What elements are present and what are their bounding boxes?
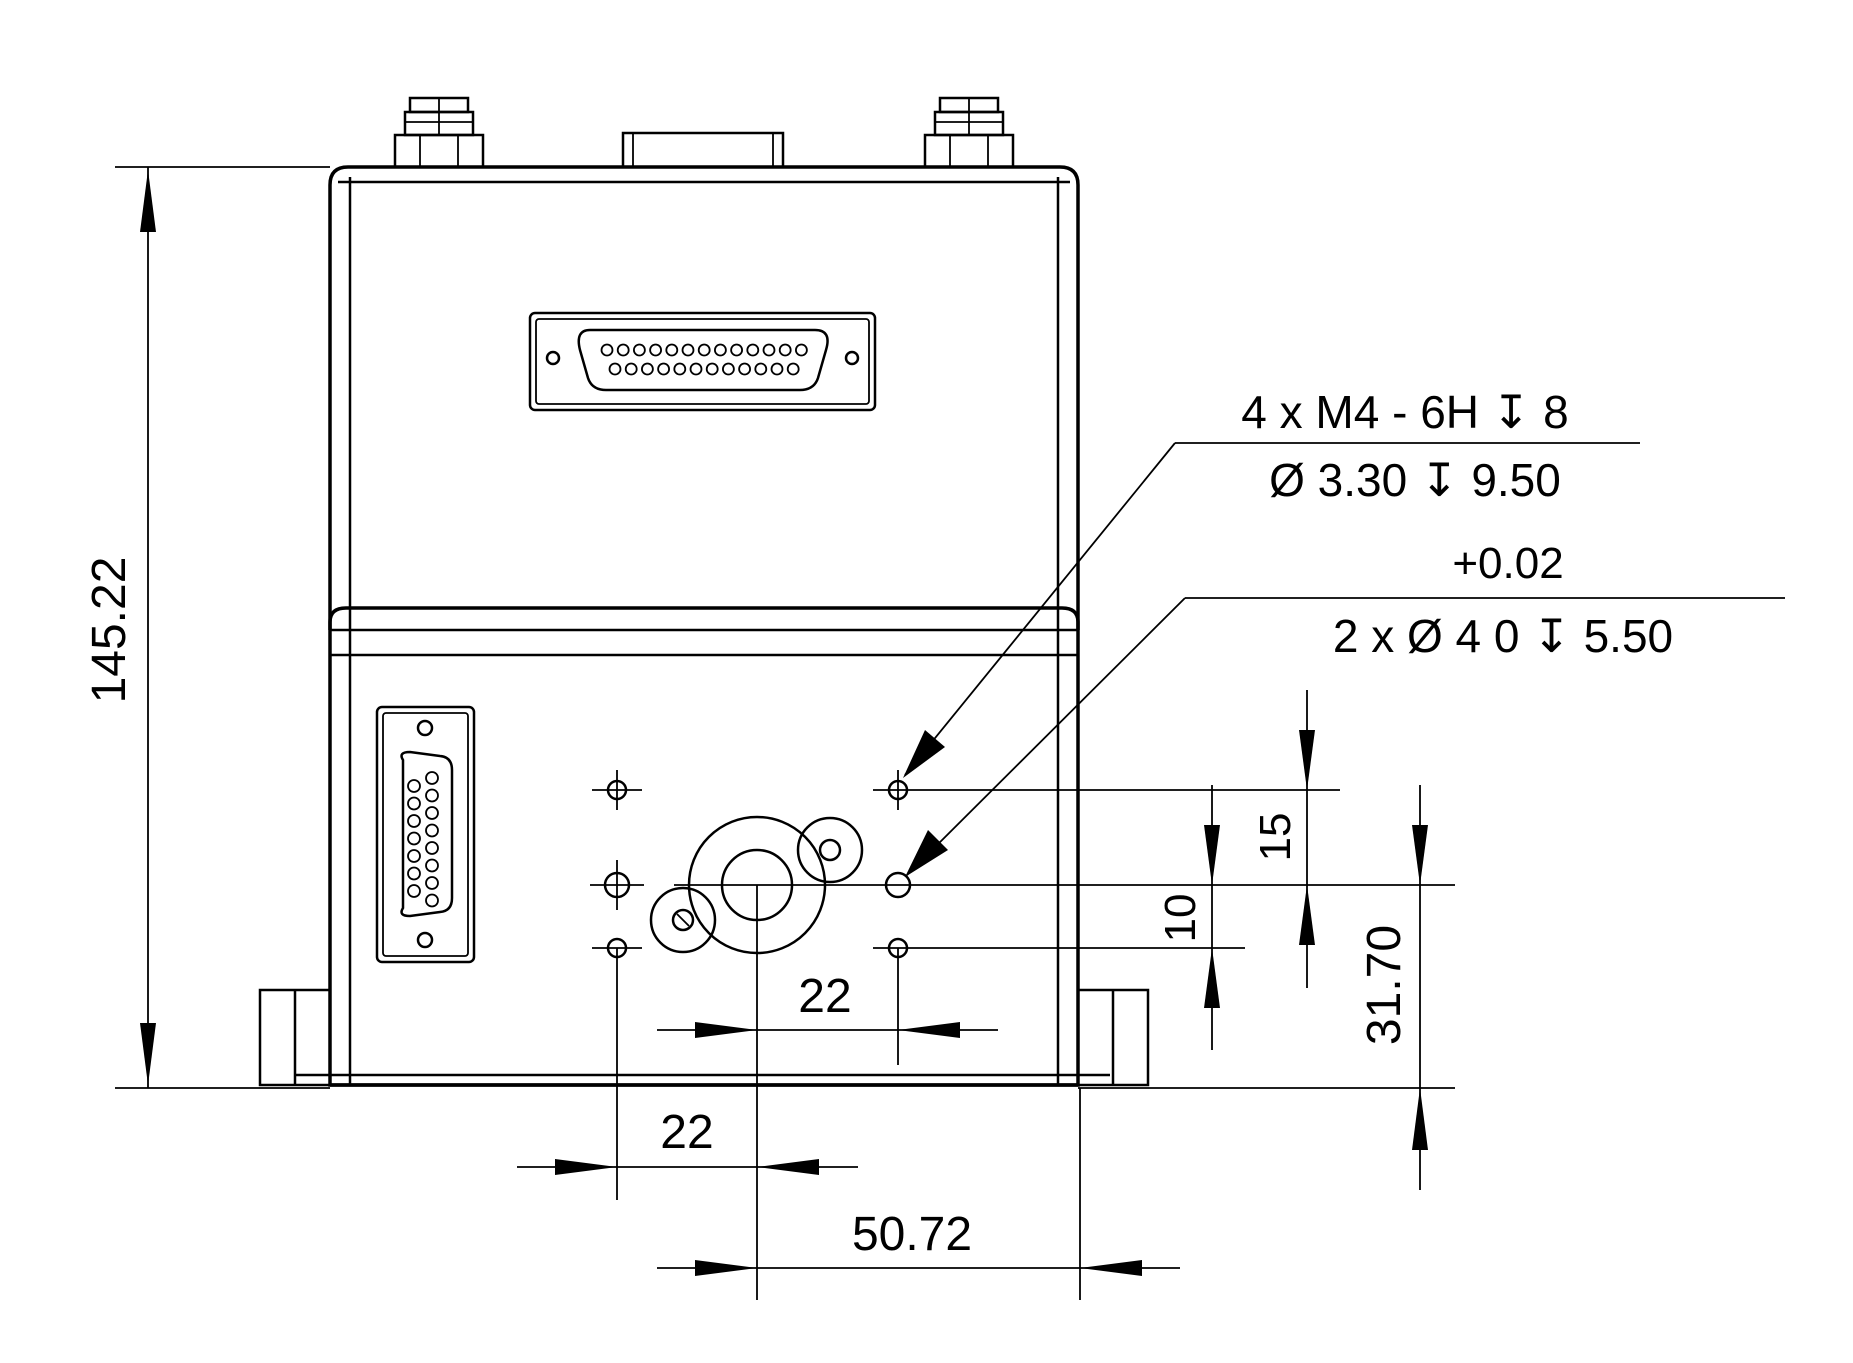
connector-pin	[681, 343, 695, 357]
housing-body	[296, 165, 1110, 1087]
fitting-left	[393, 96, 485, 169]
connector-pin	[714, 343, 727, 357]
callout-pin-tolerance: +0.02	[1452, 539, 1563, 588]
connector-pin	[407, 831, 421, 846]
connector-pin	[641, 362, 654, 376]
connector-pin	[770, 362, 784, 376]
top-tab	[621, 131, 785, 169]
connector-pin	[778, 343, 792, 357]
connector-pin	[649, 343, 662, 357]
connector-pin	[425, 841, 439, 855]
connector-pin	[665, 343, 679, 357]
label-22-lower: 22	[660, 1106, 713, 1159]
connector-pin	[407, 779, 421, 793]
connector-pin	[600, 343, 614, 357]
connector-pin	[425, 858, 439, 873]
connector-pin	[722, 362, 735, 376]
foot-left	[258, 988, 332, 1087]
connector-pin	[689, 362, 703, 376]
connector-pin	[697, 343, 711, 357]
dimension-labels: 145.22 22 22 50.72 15 10 31.70 4 x M4 - …	[83, 386, 1673, 1261]
foot-right	[1076, 988, 1150, 1087]
connector-pin	[608, 362, 622, 376]
connector-pin	[795, 343, 808, 357]
connector-pin	[624, 362, 638, 376]
connector-pin	[754, 362, 768, 376]
connector-pin	[746, 343, 760, 357]
connector-pin	[425, 806, 439, 820]
connector-pin	[738, 362, 751, 376]
connector-pin	[407, 814, 421, 828]
label-22-upper: 22	[798, 970, 851, 1023]
connector-pin	[407, 796, 421, 811]
connector-pin	[633, 343, 646, 357]
label-50-72: 50.72	[852, 1208, 972, 1261]
connector-pin	[657, 362, 670, 376]
label-31-70: 31.70	[1358, 925, 1411, 1045]
connector-pin	[616, 343, 630, 357]
callout-threaded-line2: Ø 3.30 ↧ 9.50	[1269, 454, 1561, 506]
connector-pin	[425, 771, 439, 785]
connector-pin	[407, 849, 421, 863]
connector-pin	[425, 893, 439, 908]
callout-threaded-line1: 4 x M4 - 6H ↧ 8	[1241, 386, 1568, 438]
connector-pin	[407, 884, 421, 898]
label-10: 10	[1156, 894, 1205, 943]
label-height: 145.22	[83, 557, 136, 704]
connector-pin	[673, 362, 687, 376]
callout-pin-line: 2 x Ø 4 0 ↧ 5.50	[1333, 610, 1673, 662]
dimension-lines	[115, 166, 1785, 1300]
connector-pin	[425, 788, 439, 803]
connector-pin	[407, 866, 421, 881]
connector-pin	[705, 362, 719, 376]
connector-pin	[762, 343, 776, 357]
connector-pin	[730, 343, 743, 357]
connector-pin	[425, 876, 439, 890]
fitting-right	[923, 96, 1015, 169]
top-dsub-connector	[528, 311, 877, 412]
connector-pin	[425, 823, 439, 838]
connector-pin	[786, 362, 800, 376]
label-15: 15	[1251, 813, 1300, 862]
side-dsub-connector	[375, 705, 476, 964]
hole-pattern	[590, 770, 1455, 959]
